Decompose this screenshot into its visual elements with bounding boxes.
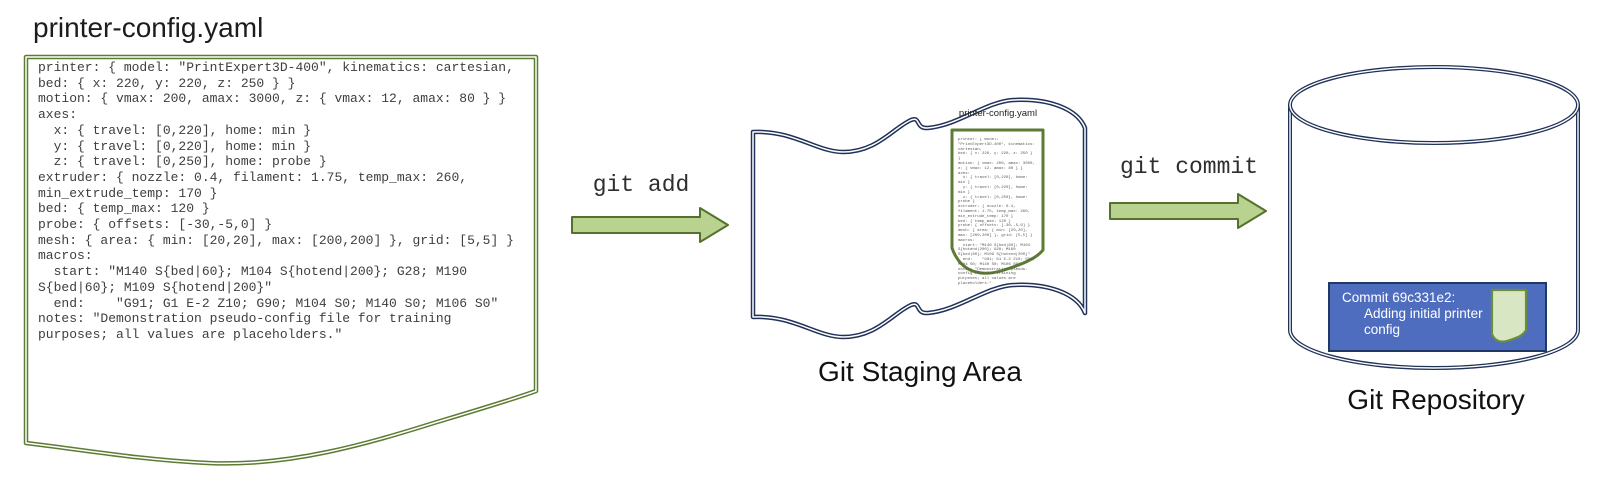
commit-message-line: config	[1364, 322, 1401, 337]
git-add-arrow-icon	[571, 207, 729, 243]
git-add-label: git add	[592, 172, 690, 198]
commit-message-line: Adding initial printer	[1364, 306, 1483, 321]
git-commit-label: git commit	[1119, 154, 1259, 180]
file-code: printer: { model: "PrintExpert3D-400", k…	[38, 60, 514, 342]
staged-file-title: printer-config.yaml	[958, 108, 1038, 119]
git-commit-arrow-icon	[1109, 193, 1267, 229]
staging-area-label: Git Staging Area	[818, 356, 1022, 387]
commit-message-line: Commit 69c331e2:	[1342, 290, 1456, 305]
commit-file-icon	[1490, 288, 1528, 343]
staged-file-document-shape	[950, 128, 1045, 275]
commit-box: Commit 69c331e2: Adding initial printer …	[1328, 282, 1547, 352]
file-title: printer-config.yaml	[33, 12, 264, 43]
file-document-shape	[23, 54, 539, 466]
staged-file-code: printer: { model: "PrintExpert3D-400", k…	[958, 138, 1035, 286]
repository-label: Git Repository	[1347, 384, 1525, 415]
